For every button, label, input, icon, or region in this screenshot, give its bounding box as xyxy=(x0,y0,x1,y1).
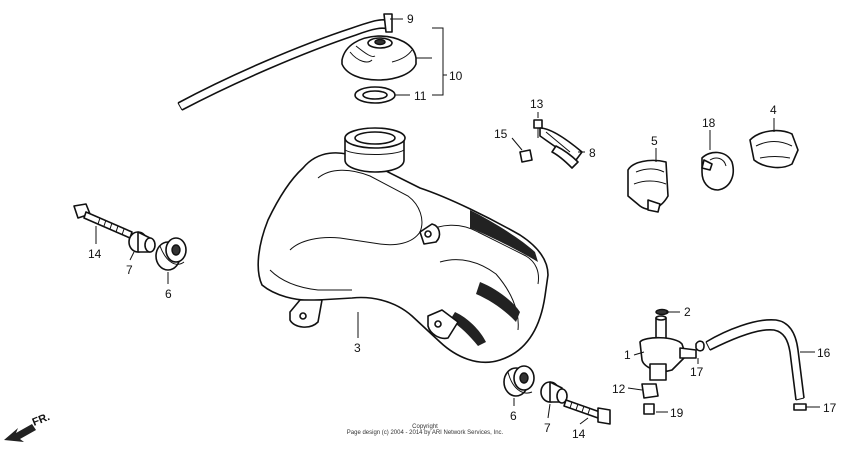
callout-8: 8 xyxy=(589,146,596,160)
callout-9: 9 xyxy=(407,12,414,26)
callout-17-line: 17 xyxy=(823,401,837,415)
grommet-right[interactable] xyxy=(503,365,535,397)
callout-14-left: 14 xyxy=(88,247,102,261)
callout-19: 19 xyxy=(670,406,684,420)
callout-14-right: 14 xyxy=(572,427,586,441)
callout-13: 13 xyxy=(530,97,544,111)
callout-12: 12 xyxy=(612,382,626,396)
sediment-cup[interactable] xyxy=(641,383,659,399)
callout-3: 3 xyxy=(354,341,361,355)
callout-7-left: 7 xyxy=(126,263,133,277)
callout-7-right: 7 xyxy=(544,421,551,435)
copyright-notice: Copyright Page design (c) 2004 - 2014 by… xyxy=(0,424,850,436)
bolt-right[interactable] xyxy=(563,399,611,425)
grommet-left[interactable] xyxy=(155,237,187,271)
callout-11: 11 xyxy=(414,89,427,103)
callout-10: 10 xyxy=(449,69,463,83)
tank-cushion[interactable] xyxy=(627,159,669,213)
hose-clip-valve[interactable] xyxy=(695,340,705,352)
leader-lines xyxy=(95,18,820,425)
copyright-line-2: Page design (c) 2004 - 2014 by ARI Netwo… xyxy=(346,430,504,436)
drain-screw[interactable] xyxy=(643,403,655,415)
fuel-valve[interactable] xyxy=(639,315,697,381)
fuel-cap[interactable] xyxy=(341,35,417,81)
callout-17-valve: 17 xyxy=(690,365,704,379)
fuel-tank[interactable] xyxy=(257,127,549,364)
tank-cushion-b[interactable] xyxy=(749,129,799,169)
callout-4: 4 xyxy=(770,103,777,117)
hose-clip-line[interactable] xyxy=(793,403,807,411)
bolt-left[interactable] xyxy=(73,203,133,239)
callout-6-left: 6 xyxy=(165,287,172,301)
band-clip[interactable] xyxy=(701,151,734,191)
callout-6-right: 6 xyxy=(510,409,517,423)
callout-1: 1 xyxy=(624,348,631,362)
fuel-line[interactable] xyxy=(705,319,805,401)
collar-right[interactable] xyxy=(540,381,568,404)
callout-labels: 9 10 11 13 15 8 5 18 4 3 14 7 6 6 7 14 2… xyxy=(88,12,837,441)
cap-gasket[interactable] xyxy=(354,86,396,104)
callout-18: 18 xyxy=(702,116,716,130)
callout-2: 2 xyxy=(684,305,691,319)
collar-left[interactable] xyxy=(128,231,156,253)
callout-16: 16 xyxy=(817,346,831,360)
clip-nut[interactable] xyxy=(519,149,533,163)
copyright-line-1: Copyright xyxy=(412,424,438,430)
bracket[interactable] xyxy=(539,127,583,169)
callout-15: 15 xyxy=(494,127,508,141)
callout-5: 5 xyxy=(651,134,658,148)
breather-tube[interactable] xyxy=(177,13,393,111)
